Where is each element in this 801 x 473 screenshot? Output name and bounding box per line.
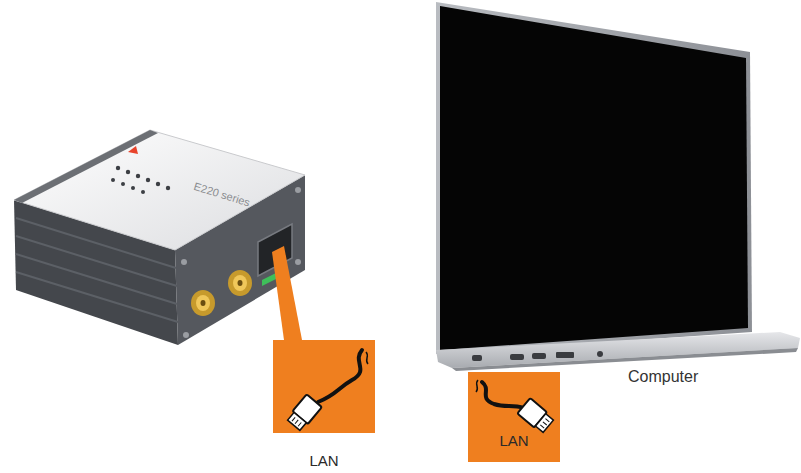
connector-body	[228, 270, 252, 296]
screw	[183, 332, 189, 338]
connector-face	[196, 295, 210, 311]
plug-body	[517, 398, 547, 427]
device-label: Computer	[628, 368, 698, 386]
callout-box: LAN	[273, 340, 375, 433]
terminal-block	[262, 273, 276, 286]
screw	[295, 259, 301, 265]
led	[141, 190, 145, 194]
screw	[181, 259, 187, 265]
antenna-connector	[228, 270, 252, 296]
led	[131, 186, 135, 190]
plug-pin	[292, 417, 295, 421]
plug	[517, 398, 554, 434]
port	[597, 351, 603, 357]
laptop-illustration	[436, 2, 800, 371]
cable-motion	[366, 352, 368, 364]
port	[556, 352, 574, 358]
laptop-base-edge	[452, 348, 798, 371]
led	[136, 174, 140, 178]
port-label: LAN	[273, 452, 375, 469]
callout-leader	[272, 246, 302, 340]
connector-face	[233, 275, 247, 291]
plug-head	[535, 414, 553, 433]
router-top	[14, 130, 305, 250]
plug-pin	[545, 419, 549, 422]
led	[166, 186, 170, 190]
cable	[318, 350, 362, 402]
laptop-ports	[472, 351, 603, 361]
laptop-base	[436, 332, 800, 368]
router-top-edge	[14, 130, 158, 203]
led	[116, 166, 120, 170]
led	[156, 182, 160, 186]
port	[472, 355, 482, 361]
plug-body	[292, 394, 321, 424]
plug-head	[288, 412, 307, 430]
cable	[482, 382, 524, 408]
led	[126, 170, 130, 174]
port	[510, 354, 524, 360]
cable-icon	[286, 350, 368, 432]
callout-box: LAN	[468, 372, 560, 462]
cable-icon	[476, 380, 555, 434]
plug-pin	[295, 420, 298, 424]
router-illustration	[14, 130, 305, 345]
cable-motion	[476, 380, 478, 392]
port-label: LAN	[468, 432, 560, 449]
connector-pin	[201, 300, 206, 306]
connector-body	[191, 290, 215, 316]
plug-pin	[543, 422, 547, 425]
antenna-connector	[191, 290, 215, 316]
led	[146, 178, 150, 182]
router-leds	[111, 166, 170, 194]
device-model-label: E220 series	[192, 180, 251, 208]
laptop-screen	[440, 6, 748, 350]
router-logo	[128, 146, 138, 154]
plug-pin	[298, 422, 301, 426]
led	[121, 182, 125, 186]
led	[111, 178, 115, 182]
groove	[16, 272, 178, 322]
plug	[286, 394, 322, 431]
plug-pin	[540, 425, 544, 428]
screw	[295, 187, 301, 193]
laptop-lid	[436, 2, 752, 354]
port	[532, 353, 546, 359]
connector-pin	[238, 280, 243, 286]
